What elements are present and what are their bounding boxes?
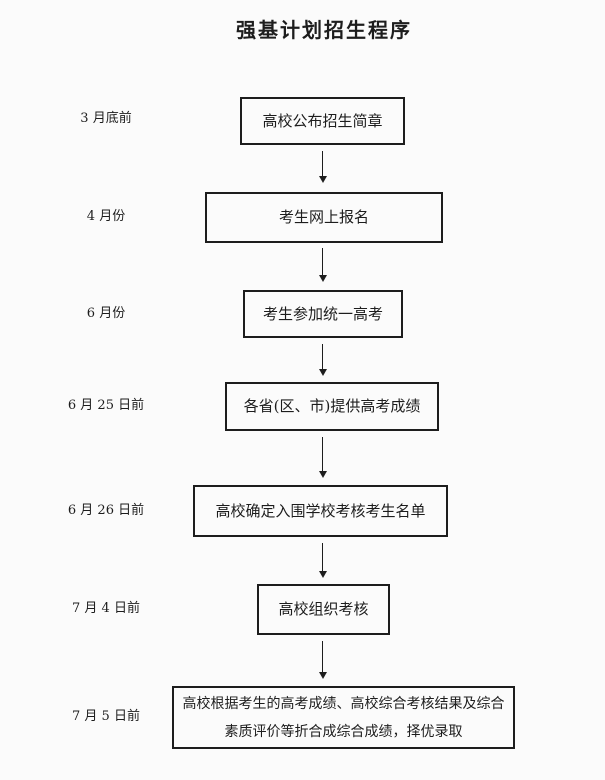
page-title: 强基计划招生程序: [236, 18, 412, 42]
arrow-down-icon: [318, 176, 327, 183]
flow-box-step3: 考生参加统一高考: [243, 290, 403, 338]
flow-box-step1: 高校公布招生简章: [240, 97, 405, 145]
arrow-down-icon: [318, 672, 327, 679]
date-label-step2: 4 月份: [86, 209, 126, 224]
flow-box-step4: 各省(区、市)提供高考成绩: [225, 382, 439, 431]
arrow-line: [322, 248, 323, 275]
arrow-down-icon: [318, 275, 327, 282]
arrow-line: [322, 344, 323, 369]
flow-arrow-1: [318, 151, 327, 183]
arrow-down-icon: [318, 471, 327, 478]
arrow-line: [322, 543, 323, 571]
arrow-down-icon: [318, 369, 327, 376]
flow-box-step2-text: 考生网上报名: [278, 208, 369, 226]
arrow-line: [322, 641, 323, 672]
flow-arrow-2: [318, 248, 327, 282]
flow-arrow-3: [318, 344, 327, 376]
flow-box-step7: 高校根据考生的高考成绩、高校综合考核结果及综合素质评价等折合成综合成绩，择优录取: [172, 686, 515, 749]
flow-box-step5: 高校确定入围学校考核考生名单: [193, 485, 448, 537]
date-label-step7: 7 月 5 日前: [72, 709, 140, 724]
flow-box-step2: 考生网上报名: [205, 192, 443, 243]
arrow-line: [322, 437, 323, 471]
arrow-line: [322, 151, 323, 176]
flow-box-step4-text: 各省(区、市)提供高考成绩: [243, 397, 421, 415]
date-label-step4: 6 月 25 日前: [67, 398, 145, 413]
date-label-step5: 6 月 26 日前: [67, 503, 145, 518]
flow-box-step7-text: 高校根据考生的高考成绩、高校综合考核结果及综合素质评价等折合成综合成绩，择优录取: [182, 695, 505, 740]
date-label-step3: 6 月份: [86, 306, 126, 321]
flow-arrow-6: [318, 641, 327, 679]
flow-box-step6-text: 高校组织考核: [278, 600, 369, 618]
flow-box-step1-text: 高校公布招生简章: [262, 111, 383, 130]
flow-box-step6: 高校组织考核: [257, 584, 390, 635]
flow-arrow-4: [318, 437, 327, 478]
arrow-down-icon: [318, 571, 327, 578]
flow-box-step5-text: 高校确定入围学校考核考生名单: [215, 501, 426, 520]
date-label-step6: 7 月 4 日前: [72, 601, 140, 616]
date-label-step1: 3 月底前: [80, 111, 132, 126]
flow-box-step3-text: 考生参加统一高考: [262, 304, 383, 323]
flow-arrow-5: [318, 543, 327, 578]
